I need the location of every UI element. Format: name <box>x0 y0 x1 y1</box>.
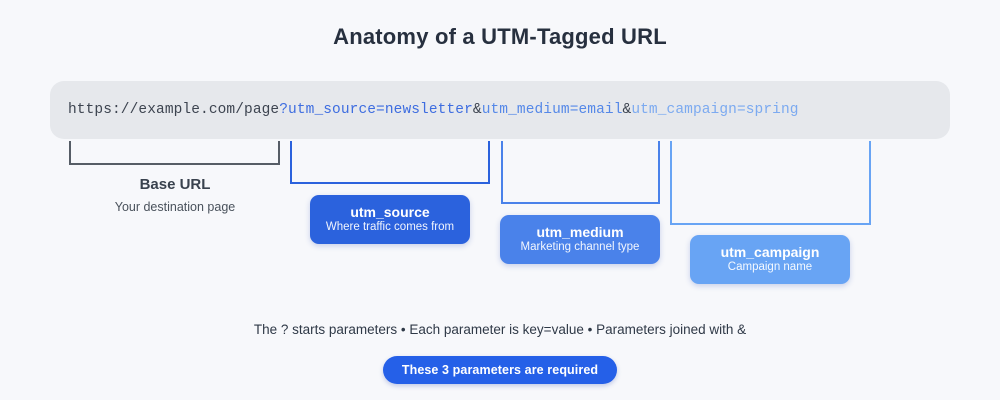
url-bar: https://example.com/page?utm_source=news… <box>50 81 950 139</box>
utm-medium-box: utm_medium Marketing channel type <box>500 215 660 264</box>
parameters-explainer-note: The ? starts parameters • Each parameter… <box>253 322 747 337</box>
utm-source-box: utm_source Where traffic comes from <box>310 195 470 244</box>
utm-source-bracket <box>290 141 490 184</box>
base-url-bracket <box>69 141 280 165</box>
url-segment-utm-medium: utm_medium=email <box>481 102 623 118</box>
page-title: Anatomy of a UTM-Tagged URL <box>333 24 667 49</box>
required-parameters-badge: These 3 parameters are required <box>382 356 618 384</box>
utm-campaign-label: utm_campaign <box>720 244 820 261</box>
url-segment-utm-campaign: utm_campaign=spring <box>631 102 799 118</box>
utm-campaign-description: Campaign name <box>727 261 813 274</box>
utm-source-description: Where traffic comes from <box>325 221 455 234</box>
utm-medium-label: utm_medium <box>536 224 624 241</box>
url-segment-utm-source: ?utm_source=newsletter <box>279 102 473 118</box>
url-ampersand-separator: & <box>622 102 632 118</box>
url-segment-base: https://example.com/page <box>68 102 280 118</box>
utm-medium-bracket <box>501 141 660 204</box>
utm-campaign-bracket <box>670 141 871 225</box>
utm-source-label: utm_source <box>350 204 430 221</box>
base-url-label: Base URL <box>139 176 211 193</box>
utm-campaign-box: utm_campaign Campaign name <box>690 235 850 284</box>
base-url-annotation: Base URL Your destination page <box>70 176 280 214</box>
base-url-description: Your destination page <box>114 200 236 214</box>
required-badge-row: These 3 parameters are required <box>0 356 1000 384</box>
utm-medium-description: Marketing channel type <box>520 241 640 254</box>
url-ampersand-separator: & <box>472 102 482 118</box>
